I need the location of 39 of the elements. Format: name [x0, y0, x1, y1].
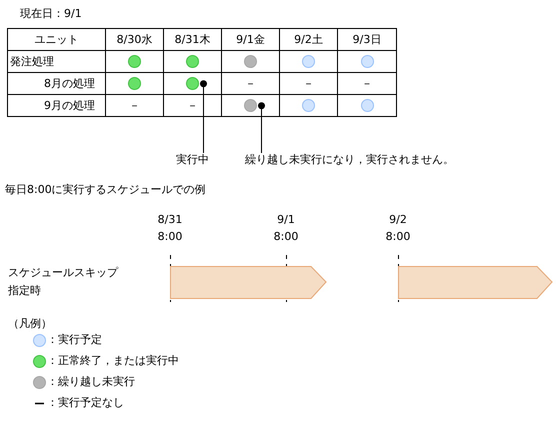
status-dot — [360, 55, 374, 68]
callout-text: 実行中 — [176, 153, 209, 167]
status-dot — [302, 55, 315, 68]
leader-line — [200, 80, 207, 154]
callout-text: 繰り越し未実行になり，実行されません。 — [245, 153, 454, 167]
legend-text: ：実行予定なし — [47, 396, 124, 410]
column-header: 8/30水 — [116, 33, 152, 46]
status-dot — [244, 99, 257, 112]
column-header: 9/3日 — [352, 33, 382, 46]
status-dot — [302, 99, 315, 112]
legend-title: （凡例） — [8, 317, 52, 331]
no-schedule-dash: － — [187, 99, 198, 112]
status-dot — [128, 77, 141, 90]
no-schedule-dash: － — [362, 77, 372, 90]
column-header: ユニット — [34, 33, 78, 46]
legend-text: ：正常終了，または実行中 — [47, 354, 179, 368]
status-dot — [244, 55, 257, 68]
status-dot — [360, 99, 374, 112]
time-label: 9/2 8:00 — [384, 212, 412, 245]
status-dot — [128, 55, 141, 68]
time-label: 8/31 8:00 — [156, 212, 184, 245]
time-label: 9/1 8:00 — [272, 212, 300, 245]
section-heading: 毎日8:00に実行するスケジュールでの例 — [5, 183, 206, 197]
current-date-text: 現在日：9/1 — [20, 7, 82, 21]
row-header: 8月の処理 — [44, 77, 95, 90]
row-header: 発注処理 — [10, 55, 54, 68]
legend-text: ：実行予定 — [47, 333, 102, 347]
status-dot — [186, 55, 199, 68]
column-header: 8/31木 — [174, 33, 210, 46]
no-schedule-dash: － — [303, 77, 314, 90]
status-dot — [186, 77, 199, 90]
leader-line — [258, 102, 265, 154]
column-header: 9/1金 — [236, 33, 265, 46]
no-schedule-dash: － — [245, 77, 256, 90]
legend-text: ：繰り越し未実行 — [47, 375, 135, 389]
row-label: スケジュールスキップ指定時 — [8, 265, 120, 299]
column-header: 9/2土 — [294, 33, 323, 46]
row-header: 9月の処理 — [44, 99, 95, 112]
no-schedule-dash: － — [129, 99, 140, 112]
